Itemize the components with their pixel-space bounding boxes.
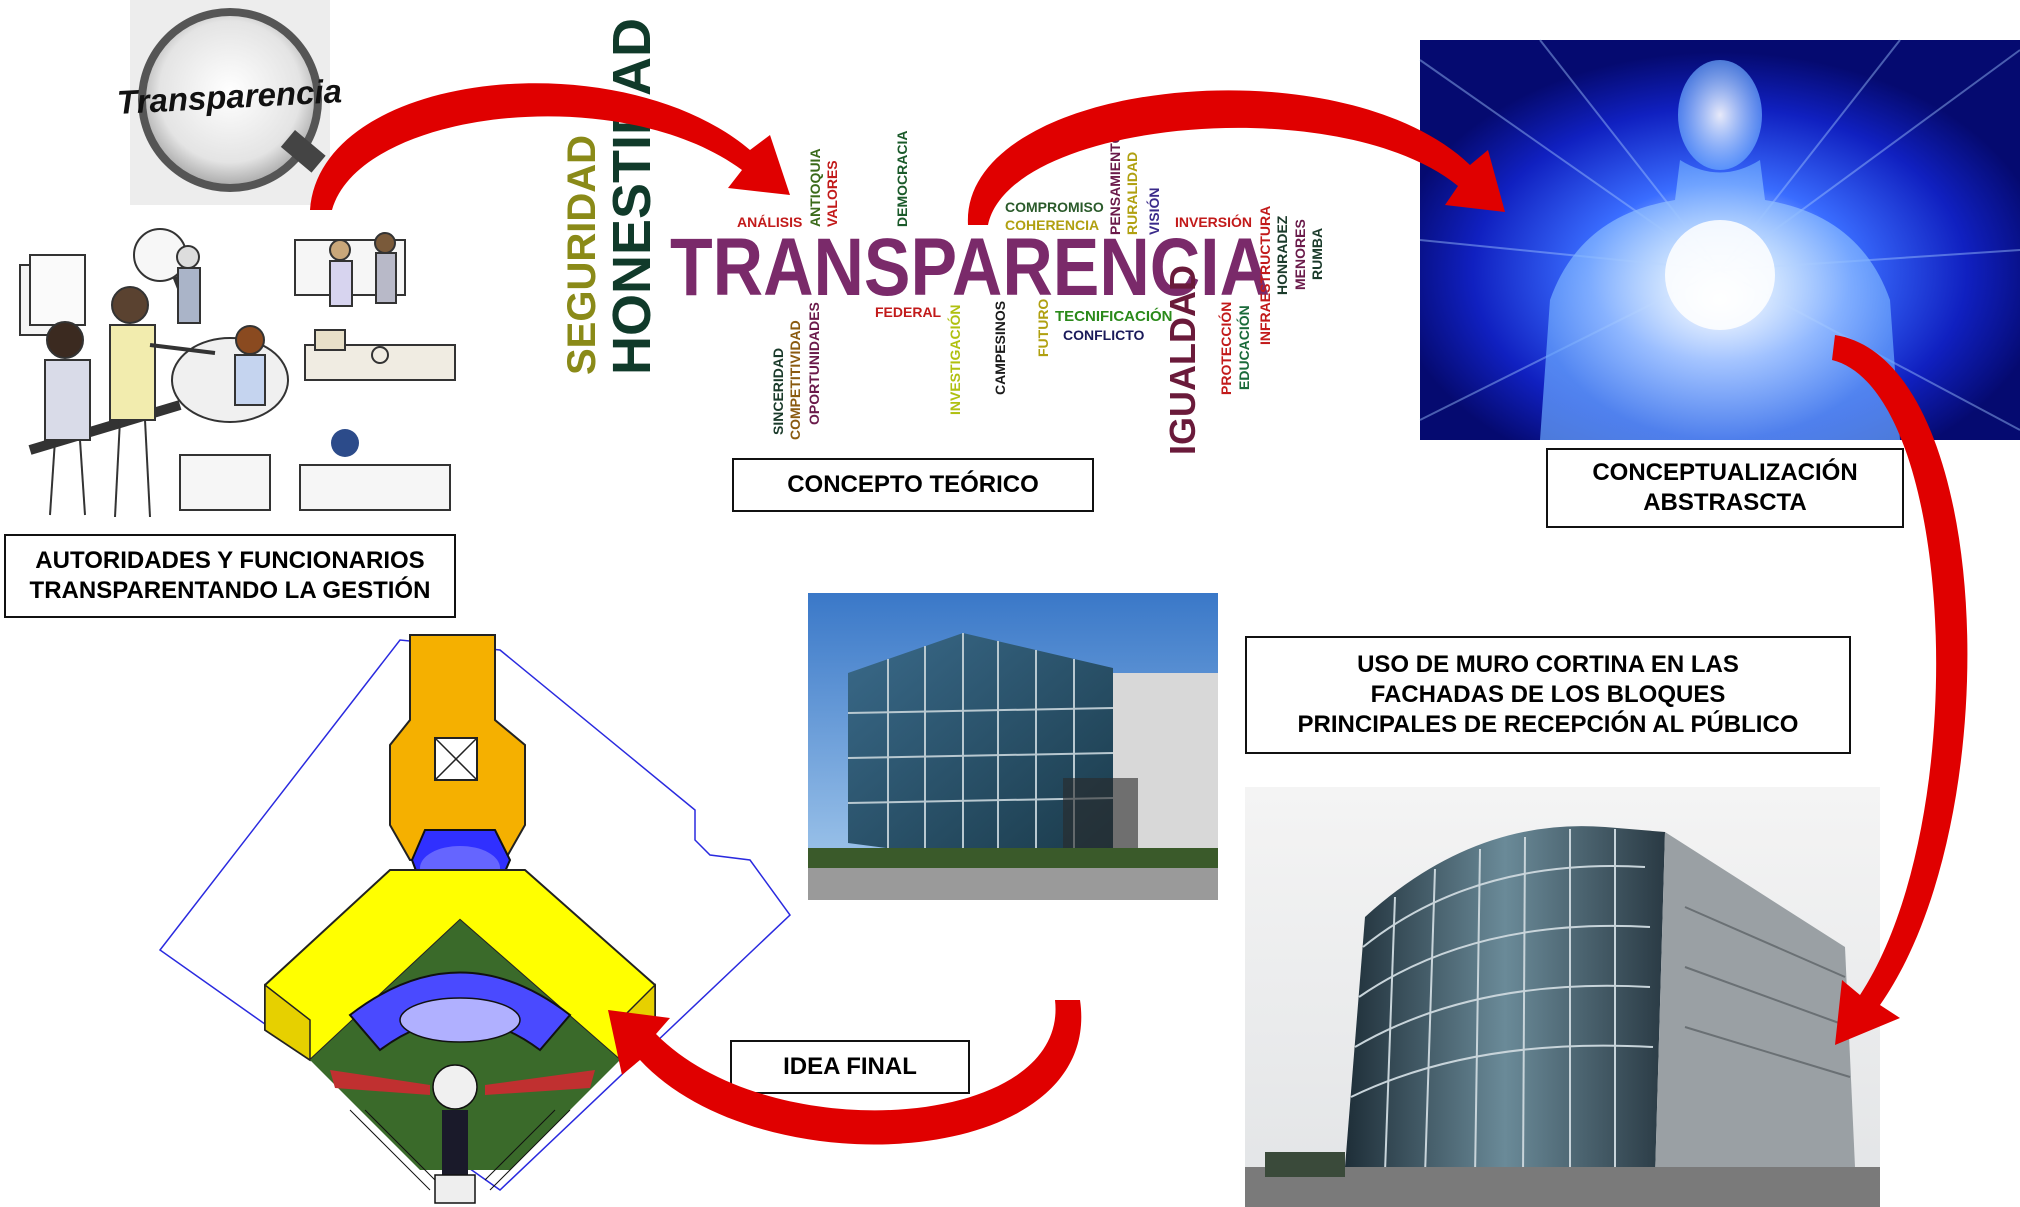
label-autoridades-line2: TRANSPARENTANDO LA GESTIÓN <box>29 577 431 604</box>
wc-futuro: FUTURO <box>1035 299 1051 357</box>
wc-seguridad: SEGURIDAD <box>560 135 604 375</box>
label-concepto-text: CONCEPTO TEÓRICO <box>787 471 1039 498</box>
wc-proteccion: PROTECCIÓN <box>1217 302 1234 395</box>
glass-cube-building-image <box>808 593 1218 900</box>
label-muro-line2: FACHADAS DE LOS BLOQUES <box>1370 681 1726 708</box>
wc-conflicto: CONFLICTO <box>1063 327 1145 343</box>
magnifier-image: Transparencia <box>116 0 343 205</box>
label-autoridades-line1: AUTORIDADES Y FUNCIONARIOS <box>35 547 425 574</box>
wc-main-transparencia: TRANSPARENCIA <box>670 222 1270 313</box>
wc-infraestructura: INFRAESTRUCTURA <box>1257 206 1273 345</box>
wc-honestidad: HONESTIDAD <box>602 18 662 375</box>
word-cloud: SEGURIDAD HONESTIDAD ANÁLISIS ANTIOQUIA … <box>555 18 1335 460</box>
wc-ruralidad: RURALIDAD <box>1124 152 1140 235</box>
label-muro-line3: PRINCIPALES DE RECEPCIÓN AL PÚBLICO <box>1297 711 1799 738</box>
wc-rumba: RUMBA <box>1309 228 1325 280</box>
wc-valores: VALORES <box>824 160 840 227</box>
label-idea-final: IDEA FINAL <box>730 1040 970 1094</box>
wc-competitividad: COMPETITIVIDAD <box>787 320 803 440</box>
people-illustration <box>0 205 470 535</box>
wc-compromiso: COMPROMISO <box>1005 199 1104 215</box>
label-concepto: CONCEPTO TEÓRICO <box>732 458 1094 512</box>
label-conceptualizacion: CONCEPTUALIZACIÓN ABSTRASCTA <box>1546 448 1904 528</box>
wc-analisis: ANÁLISIS <box>737 214 802 230</box>
wc-campesinos: CAMPESINOS <box>992 301 1008 395</box>
label-conceptualizacion-line1: CONCEPTUALIZACIÓN <box>1592 459 1858 486</box>
wc-inversion: INVERSIÓN <box>1175 213 1252 230</box>
wc-menores: MENORES <box>1292 219 1308 290</box>
abstract-figure-image <box>1419 39 2020 440</box>
wc-antioquia: ANTIOQUIA <box>807 148 823 227</box>
wc-democracia: DEMOCRACIA <box>894 131 910 227</box>
curved-glass-building-image <box>1245 787 1880 1207</box>
floor-plan-drawing <box>150 630 800 1205</box>
label-muro-cortina: USO DE MURO CORTINA EN LAS FACHADAS DE L… <box>1245 636 1851 754</box>
label-muro-line1: USO DE MURO CORTINA EN LAS <box>1357 651 1739 678</box>
wc-educacion: EDUCACIÓN <box>1235 305 1252 390</box>
wc-investigacion: INVESTIGACIÓN <box>946 305 963 415</box>
wc-federal: FEDERAL <box>875 304 942 320</box>
wc-coherencia: COHERENCIA <box>1005 217 1099 233</box>
wc-sinceridad: SINCERIDAD <box>770 348 786 435</box>
label-idea-final-text: IDEA FINAL <box>783 1053 917 1080</box>
wc-pensamiento: PENSAMIENTO <box>1107 132 1123 235</box>
wc-oportunidades: OPORTUNIDADES <box>806 302 822 425</box>
wc-vision: VISIÓN <box>1145 188 1162 235</box>
label-autoridades: AUTORIDADES Y FUNCIONARIOS TRANSPARENTAN… <box>4 534 456 618</box>
wc-honradez: HONRADEZ <box>1274 215 1290 295</box>
label-conceptualizacion-line2: ABSTRASCTA <box>1643 489 1807 516</box>
wc-tecnificacion: TECNIFICACIÓN <box>1055 307 1173 325</box>
wc-igualdad: IGUALDAD <box>1162 265 1203 455</box>
